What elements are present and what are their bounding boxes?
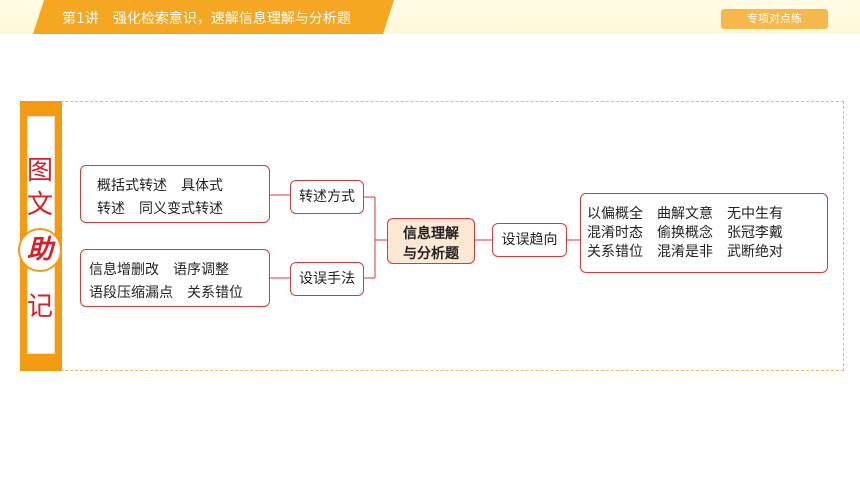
center-line: 与分析题 <box>403 246 459 262</box>
lesson-label: 第1讲 <box>62 11 99 27</box>
detail-box-error-technique: 信息增删改 语序调整 语段压缩漏点 关系错位 <box>80 249 270 307</box>
detail-line: 混淆时态 偷换概念 张冠李戴 <box>587 225 783 241</box>
center-node: 信息理解 与分析题 <box>387 218 475 264</box>
detail-line: 信息增删改 语序调整 <box>89 262 229 278</box>
detail-line: 语段压缩漏点 关系错位 <box>89 285 243 301</box>
category-error-tendency: 设误趋向 <box>492 223 567 257</box>
category-conversion-method: 转述方式 <box>290 180 364 214</box>
category-error-technique: 设误手法 <box>290 262 364 296</box>
side-char-4: 记 <box>26 292 53 322</box>
page-title: 第1讲强化检索意识，速解信息理解与分析题 <box>62 8 365 28</box>
side-char-1: 图 <box>26 156 53 186</box>
center-line: 信息理解 <box>403 226 459 242</box>
detail-line: 概括式转述 具体式 <box>97 178 223 194</box>
detail-line: 关系错位 混淆是非 武断绝对 <box>587 244 783 260</box>
side-char-3: 助 <box>26 235 53 265</box>
detail-line: 转述 同义变式转述 <box>97 201 223 217</box>
detail-line: 以偏概全 曲解文意 无中生有 <box>587 206 783 222</box>
side-char-2: 文 <box>26 190 53 220</box>
practice-badge[interactable]: 专项对点练 <box>721 9 828 29</box>
detail-box-error-tendency: 以偏概全 曲解文意 无中生有 混淆时态 偷换概念 张冠李戴 关系错位 混淆是非 … <box>580 193 828 273</box>
detail-box-conversion: 概括式转述 具体式 转述 同义变式转述 <box>80 165 270 223</box>
lesson-title: 强化检索意识，速解信息理解与分析题 <box>112 11 351 27</box>
badge-circle <box>18 228 62 272</box>
